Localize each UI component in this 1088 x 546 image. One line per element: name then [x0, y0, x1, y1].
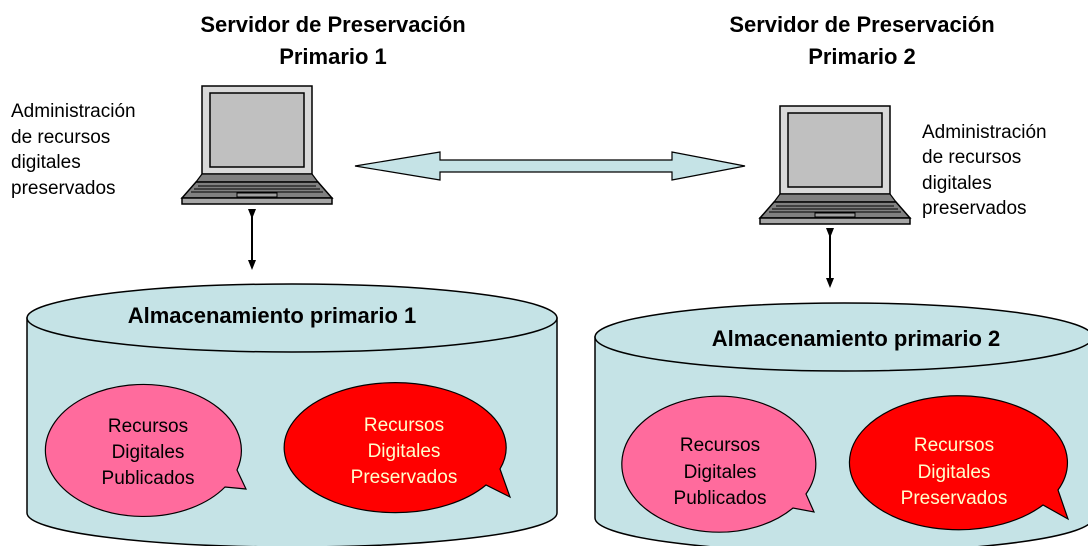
- replication-arrow: [354, 151, 746, 181]
- svg-text:Digitales: Digitales: [918, 462, 991, 483]
- svg-text:Recursos: Recursos: [914, 435, 994, 456]
- server2-subtitle: Primario 2: [808, 44, 916, 69]
- server1-title: Servidor de Preservación: [200, 12, 465, 37]
- svg-text:Recursos: Recursos: [364, 415, 444, 436]
- storage1-label: Almacenamiento primario 1: [128, 303, 417, 328]
- svg-text:Preservados: Preservados: [351, 467, 458, 488]
- server1-note: Administración de recursos digitales pre…: [11, 101, 136, 199]
- svg-text:Publicados: Publicados: [674, 488, 767, 509]
- svg-text:Administración: Administración: [11, 101, 136, 122]
- svg-text:Digitales: Digitales: [112, 442, 185, 463]
- svg-text:Recursos: Recursos: [680, 435, 760, 456]
- svg-text:de recursos: de recursos: [11, 127, 110, 148]
- storage1-preserved-text: Recursos Digitales Preservados: [351, 415, 458, 488]
- svg-text:preservados: preservados: [922, 198, 1027, 219]
- storage2-preserved-text: Recursos Digitales Preservados: [901, 435, 1008, 509]
- svg-text:digitales: digitales: [11, 152, 81, 173]
- storage2-published-bubble: [621, 395, 817, 533]
- svg-text:Digitales: Digitales: [368, 441, 441, 462]
- storage1-preserved-bubble: [283, 382, 512, 514]
- server2-note: Administración de recursos digitales pre…: [922, 122, 1047, 219]
- svg-text:Preservados: Preservados: [901, 488, 1008, 509]
- svg-text:Recursos: Recursos: [108, 416, 188, 437]
- storage2-preserved-bubble: [848, 395, 1070, 531]
- svg-text:Publicados: Publicados: [102, 468, 195, 489]
- svg-text:Digitales: Digitales: [684, 462, 757, 483]
- storage1-published-text: Recursos Digitales Publicados: [102, 416, 195, 489]
- svg-text:preservados: preservados: [11, 178, 116, 199]
- server2-laptop-icon: [759, 105, 911, 225]
- svg-text:digitales: digitales: [922, 173, 992, 194]
- svg-text:de recursos: de recursos: [922, 147, 1021, 168]
- server1-subtitle: Primario 1: [279, 44, 387, 69]
- storage1-published-bubble: [44, 383, 247, 518]
- storage2-label: Almacenamiento primario 2: [712, 326, 1001, 351]
- svg-text:Administración: Administración: [922, 122, 1047, 143]
- storage2-published-text: Recursos Digitales Publicados: [674, 435, 767, 509]
- server2-title: Servidor de Preservación: [729, 12, 994, 37]
- server1-laptop-icon: [181, 85, 333, 205]
